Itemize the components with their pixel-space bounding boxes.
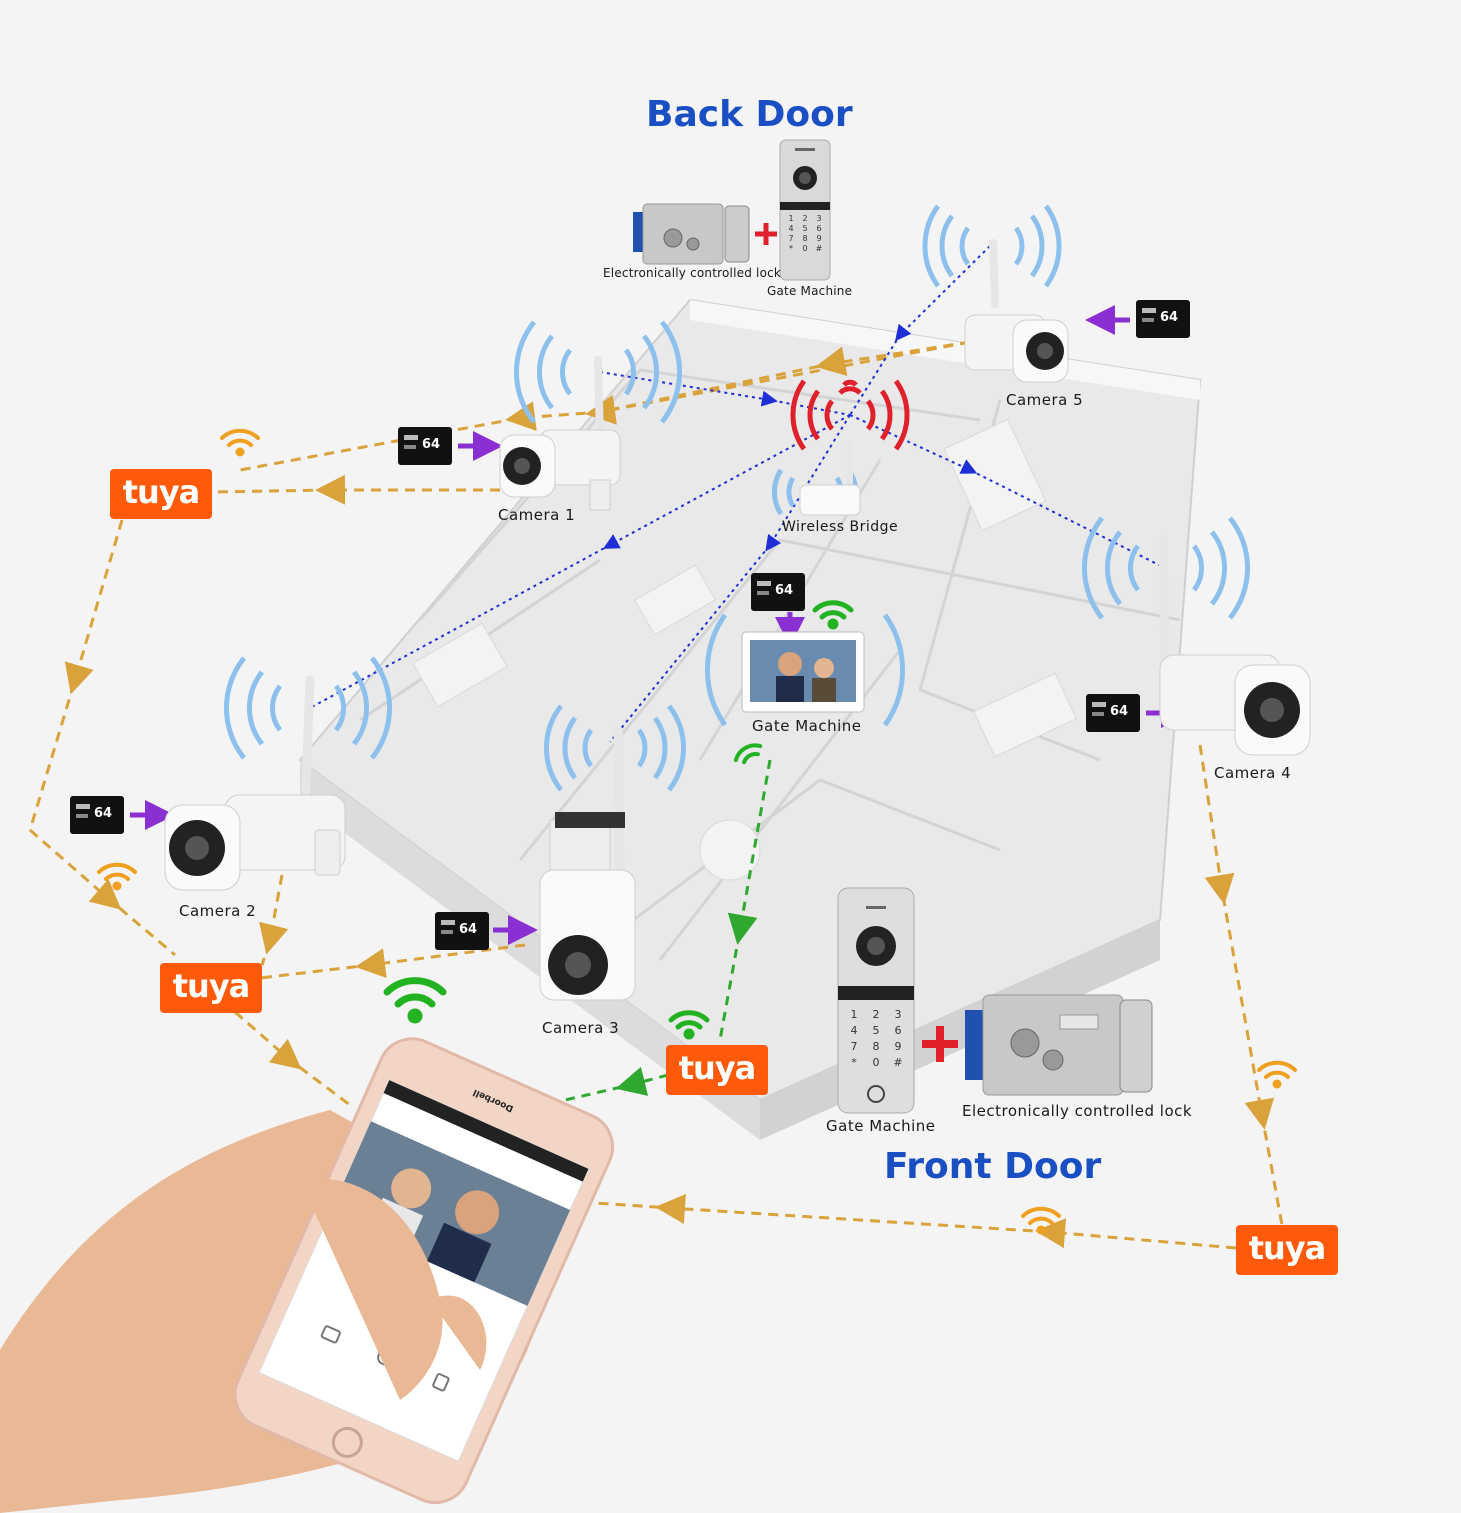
key: 0 bbox=[872, 1056, 880, 1069]
sd-card-capacity: 64 bbox=[422, 437, 441, 452]
camera1-label: Camera 1 bbox=[498, 506, 576, 524]
key: 6 bbox=[816, 224, 822, 233]
camera-4 bbox=[1158, 535, 1311, 756]
sd-card-icon: 64 bbox=[1086, 694, 1140, 732]
tuya-logo-3: tuya bbox=[666, 1045, 768, 1095]
key: 4 bbox=[850, 1024, 858, 1037]
sd-card-icon: 64 bbox=[435, 912, 489, 950]
back-lock-device bbox=[633, 203, 777, 265]
key: 5 bbox=[802, 224, 808, 233]
gate-machine-front-label: Gate Machine bbox=[826, 1117, 936, 1135]
wifi-icons bbox=[97, 428, 1297, 1235]
key: 0 bbox=[802, 244, 808, 253]
tuya-logo-2: tuya bbox=[160, 963, 262, 1013]
key: 4 bbox=[788, 224, 794, 233]
indoor-monitor-device bbox=[741, 631, 865, 713]
sd-card-capacity: 64 bbox=[1160, 310, 1179, 325]
sd-card-capacity: 64 bbox=[94, 806, 113, 821]
key: 7 bbox=[788, 234, 794, 243]
sd-card-icon: 64 bbox=[70, 796, 124, 834]
sd-arrows bbox=[130, 305, 1191, 945]
wireless-bridge-label: Wireless Bridge bbox=[782, 519, 899, 535]
back-door-title: Back Door bbox=[646, 94, 853, 135]
key: # bbox=[893, 1056, 903, 1069]
back-gate-machine-device bbox=[779, 139, 831, 281]
back-keypad: 1 2 3 4 5 6 7 8 9 * 0 # bbox=[784, 214, 826, 253]
key: * bbox=[789, 244, 793, 253]
sd-card-capacity: 64 bbox=[775, 583, 794, 598]
key: 3 bbox=[894, 1008, 902, 1021]
front-gate-machine-device bbox=[837, 887, 915, 1114]
camera-1 bbox=[499, 356, 621, 511]
camera2-label: Camera 2 bbox=[179, 902, 257, 920]
key: 2 bbox=[802, 214, 808, 223]
sd-card-icon: 64 bbox=[751, 573, 805, 611]
camera-5 bbox=[964, 239, 1069, 383]
phone-in-hand bbox=[0, 1037, 614, 1513]
sd-card-icon: 64 bbox=[398, 427, 452, 465]
front-keypad: 1 2 3 4 5 6 7 8 9 * 0 # bbox=[843, 1008, 909, 1069]
camera4-label: Camera 4 bbox=[1214, 764, 1292, 782]
signal-waves bbox=[224, 204, 1250, 792]
tuya-logo-1: tuya bbox=[110, 469, 212, 519]
camera5-label: Camera 5 bbox=[1006, 391, 1084, 409]
key: 6 bbox=[894, 1024, 902, 1037]
key: 5 bbox=[872, 1024, 880, 1037]
sd-card-icon: 64 bbox=[1136, 300, 1190, 338]
sd-card-capacity: 64 bbox=[1110, 704, 1129, 719]
tuya-logo-4: tuya bbox=[1236, 1225, 1338, 1275]
bridge-red-waves bbox=[790, 379, 910, 451]
key: 1 bbox=[850, 1008, 858, 1021]
key: 2 bbox=[872, 1008, 880, 1021]
front-lock-device bbox=[965, 994, 1153, 1096]
key: 8 bbox=[802, 234, 808, 243]
key: * bbox=[851, 1056, 857, 1069]
key: 1 bbox=[788, 214, 794, 223]
key: 9 bbox=[894, 1040, 902, 1053]
sd-card-capacity: 64 bbox=[459, 922, 478, 937]
camera-3 bbox=[539, 725, 636, 1001]
key: # bbox=[815, 244, 823, 253]
key: 9 bbox=[816, 234, 822, 243]
gate-machine-center-label: Gate Machine bbox=[752, 717, 862, 735]
key: 3 bbox=[816, 214, 822, 223]
key: 8 bbox=[872, 1040, 880, 1053]
front-plus-sign bbox=[922, 1026, 958, 1062]
front-door-title: Front Door bbox=[884, 1146, 1102, 1187]
lock-front-label: Electronically controlled lock bbox=[962, 1102, 1193, 1120]
camera3-label: Camera 3 bbox=[542, 1019, 620, 1037]
gate-link bbox=[564, 759, 772, 1102]
wireless-bridge-device bbox=[799, 440, 861, 516]
gate-machine-back-label: Gate Machine bbox=[767, 284, 853, 298]
key: 7 bbox=[850, 1040, 858, 1053]
camera-2 bbox=[164, 675, 346, 891]
lock-back-label: Electronically controlled lock bbox=[603, 266, 782, 280]
